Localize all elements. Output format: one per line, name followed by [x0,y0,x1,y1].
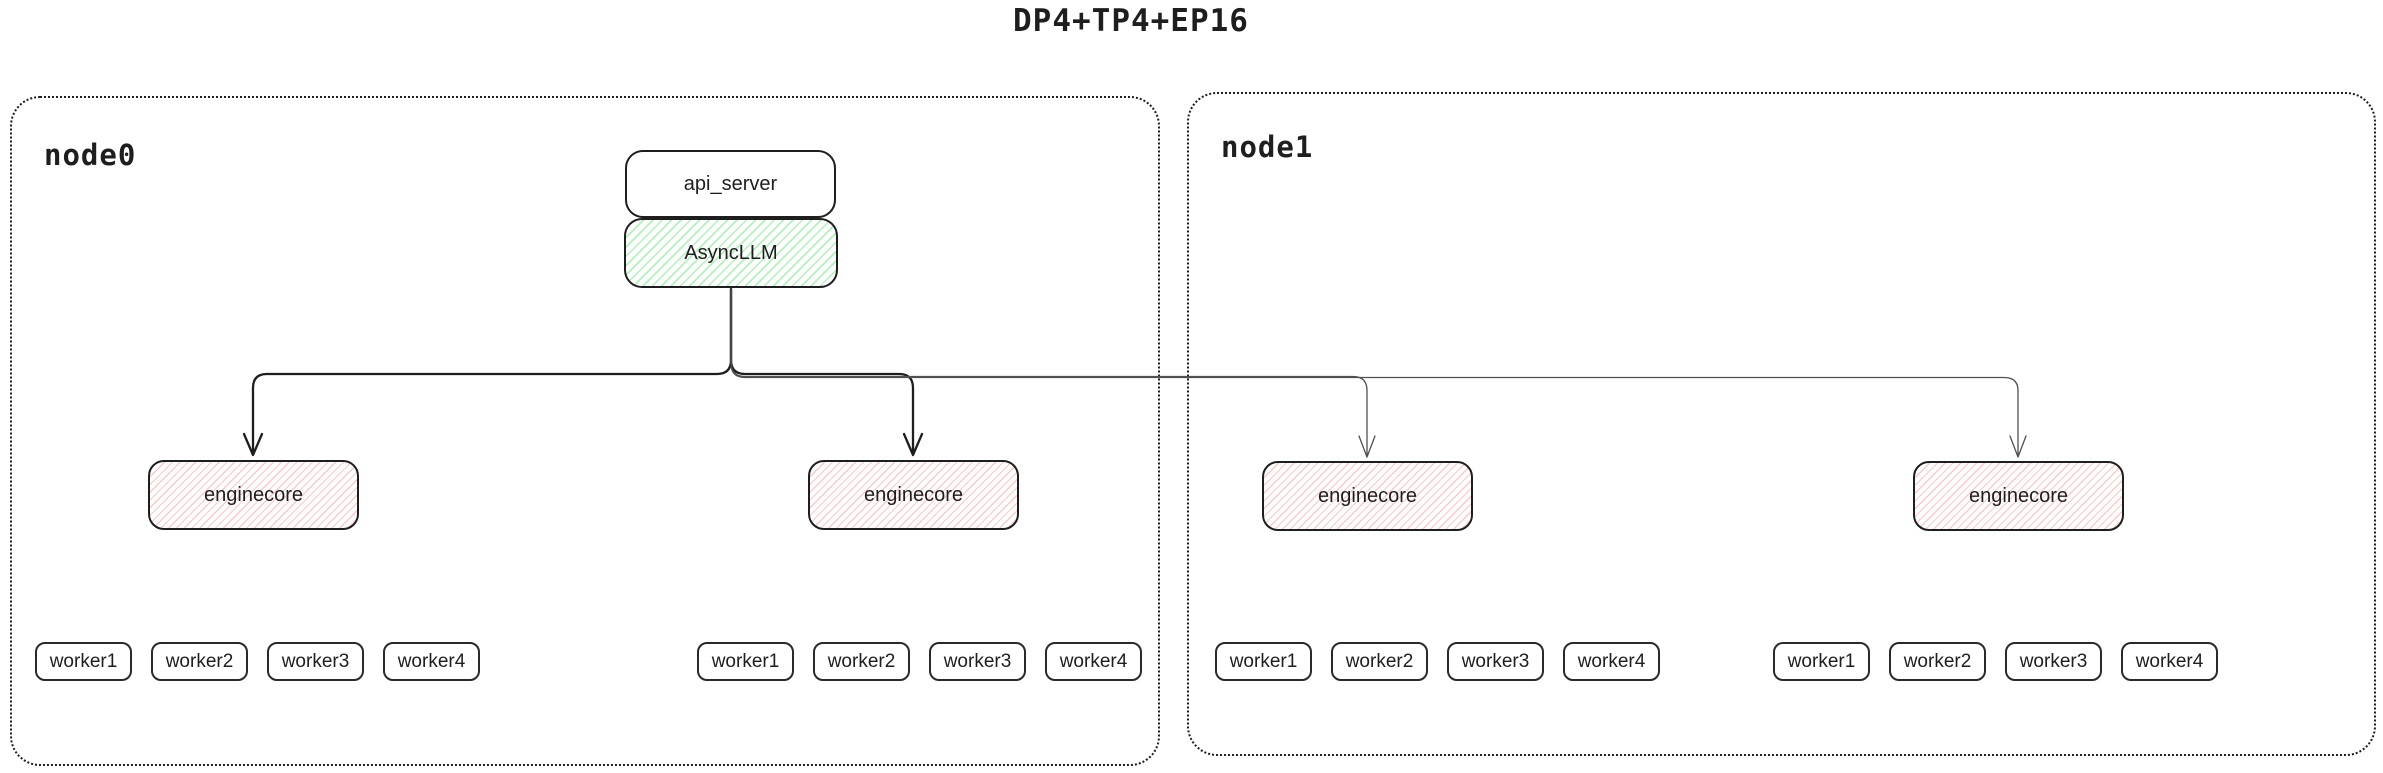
diagram-title: DP4+TP4+EP16 [1013,3,1249,39]
worker-label: worker4 [1577,650,1646,672]
worker-box: worker2 [151,642,248,681]
enginecore-label: enginecore [864,483,963,506]
worker-label: worker1 [49,650,118,672]
enginecore-box-3: enginecore [1262,461,1473,531]
worker-label: worker4 [397,650,466,672]
worker-box: worker3 [2005,642,2102,681]
worker-box: worker4 [2121,642,2218,681]
worker-box: worker2 [1331,642,1428,681]
worker-box: worker1 [697,642,794,681]
worker-label: worker1 [1229,650,1298,672]
enginecore-box-2: enginecore [808,460,1019,530]
api-server-label: api_server [683,172,778,195]
worker-label: worker2 [1345,650,1414,672]
asyncllm-box: AsyncLLM [624,218,838,288]
enginecore-label: enginecore [204,483,303,506]
worker-box: worker3 [929,642,1026,681]
worker-label: worker4 [2135,650,2204,672]
node0-label: node0 [44,138,137,172]
worker-box: worker1 [1773,642,1870,681]
worker-box: worker4 [383,642,480,681]
worker-label: worker3 [1461,650,1530,672]
worker-box: worker1 [1215,642,1312,681]
worker-label: worker2 [1903,650,1972,672]
worker-label: worker1 [1787,650,1856,672]
worker-label: worker2 [827,650,896,672]
worker-box: worker4 [1563,642,1660,681]
api-server-box: api_server [625,150,836,218]
worker-label: worker1 [711,650,780,672]
worker-box: worker2 [1889,642,1986,681]
worker-label: worker3 [943,650,1012,672]
worker-row-node1-group1: worker1 worker2 worker3 worker4 [1215,642,1660,681]
enginecore-label: enginecore [1318,484,1417,507]
worker-box: worker4 [1045,642,1142,681]
enginecore-box-4: enginecore [1913,461,2124,531]
worker-label: worker3 [2019,650,2088,672]
enginecore-box-1: enginecore [148,460,359,530]
worker-box: worker2 [813,642,910,681]
worker-label: worker4 [1059,650,1128,672]
worker-box: worker3 [1447,642,1544,681]
worker-label: worker3 [281,650,350,672]
worker-row-node1-group2: worker1 worker2 worker3 worker4 [1773,642,2218,681]
worker-box: worker1 [35,642,132,681]
worker-box: worker3 [267,642,364,681]
worker-row-node0-group2: worker1 worker2 worker3 worker4 [697,642,1142,681]
asyncllm-label: AsyncLLM [684,241,778,264]
worker-row-node0-group1: worker1 worker2 worker3 worker4 [35,642,480,681]
enginecore-label: enginecore [1969,484,2068,507]
worker-label: worker2 [165,650,234,672]
node1-label: node1 [1221,130,1314,164]
